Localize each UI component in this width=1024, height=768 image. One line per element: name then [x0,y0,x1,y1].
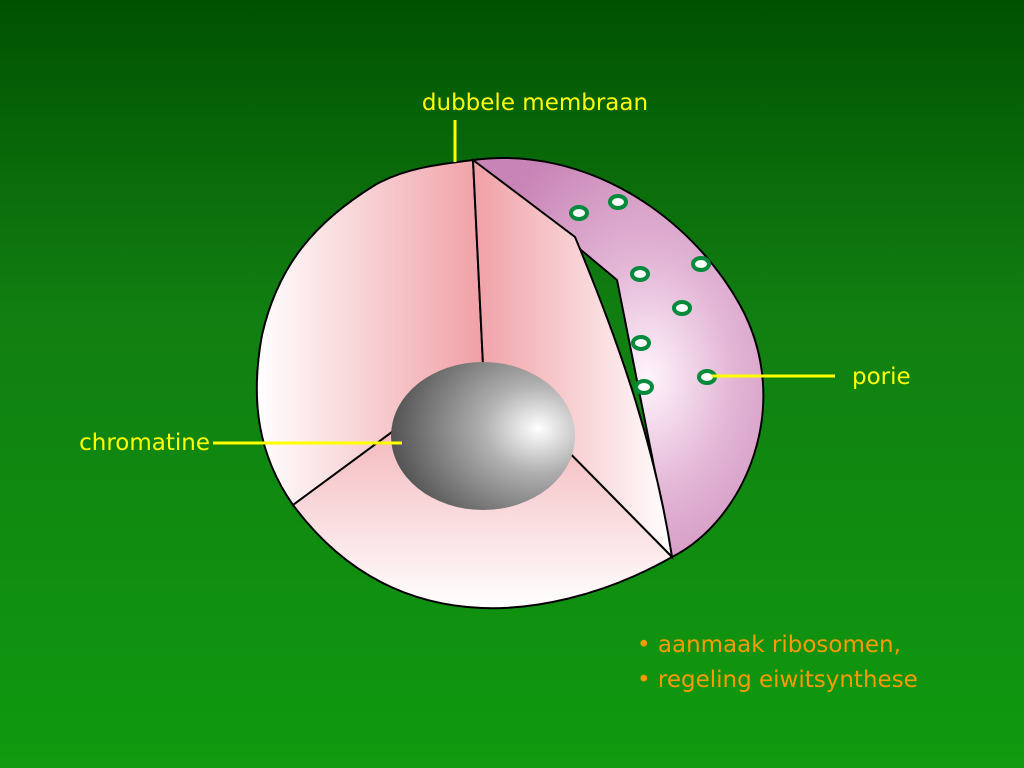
pore-label: porie [852,364,911,390]
function-list: • aanmaak ribosomen, • regeling eiwitsyn… [637,628,918,698]
function-item: • aanmaak ribosomen, [637,632,901,658]
left-cut-face [255,158,485,507]
nuclear-pore [691,256,711,272]
chromatin-label: chromatine [79,430,210,456]
right-cut-face [471,157,674,560]
membrane-label: dubbele membraan [422,90,648,116]
nuclear-pore [634,379,654,395]
outer-membrane-surface [470,157,765,559]
nuclear-pore [631,335,651,351]
nuclear-pore [630,266,650,282]
nuclear-pore [608,194,628,210]
function-item: • regeling eiwitsynthese [637,667,918,693]
nuclear-pore [569,205,589,221]
nuclear-pore [672,300,692,316]
chromatin-body [391,362,575,510]
